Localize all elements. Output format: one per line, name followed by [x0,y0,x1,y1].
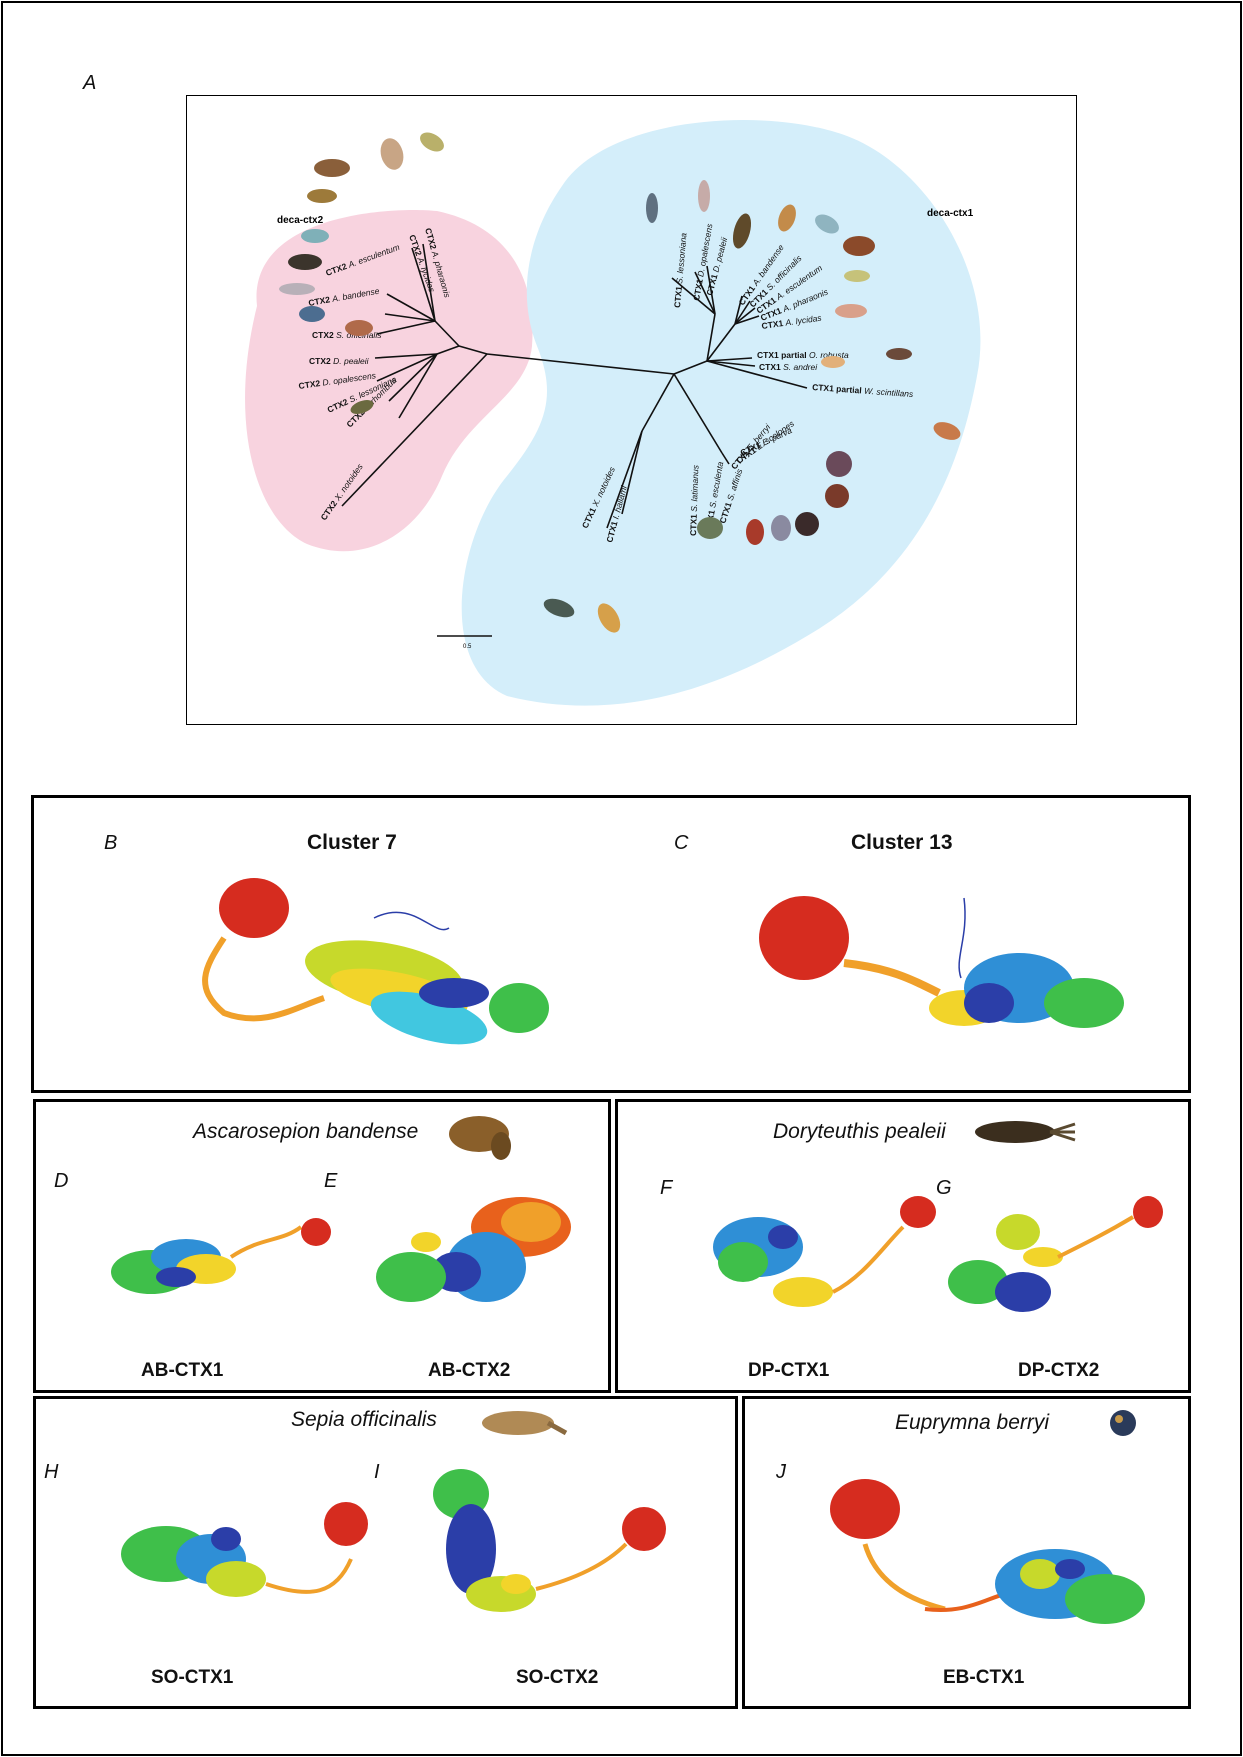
eb-ctx1-structure [830,1479,1145,1624]
domain-red [759,896,849,980]
ab-ctx1-label: AB-CTX1 [141,1360,224,1381]
panel-letter-b: B [104,832,118,854]
ctx1-clade-region [461,120,981,706]
species-name: Doryteuthis pealeii [773,1120,946,1143]
dp-species-panel: Doryteuthis pealeii F G DP-CTX1 DP-CTX2 [615,1099,1191,1393]
cuttlefish-icon [844,270,870,282]
linker-orange [202,936,325,1022]
cuttlefish-icon [301,229,329,243]
cuttlefish-icon [835,304,867,318]
phylogenetic-tree: deca-ctx2 deca-ctx1 0.5 CTX2 A. pharaoni… [245,120,981,706]
eb-ctx1-label: EB-CTX1 [943,1667,1025,1688]
dp-ctx1-structure [713,1196,936,1307]
squid-icon [350,400,374,414]
squid-icon [597,603,621,633]
dp-ctx2-structure [948,1196,1163,1312]
ab-ctx1-structure [111,1218,331,1294]
squid-icon [345,320,373,336]
panel-letter-f: F [660,1177,673,1199]
cuttlefish-icon [307,189,337,203]
squid-icon [698,180,710,212]
ab-ctx2-structure [376,1197,571,1302]
squid-icon [821,356,845,368]
squid-icon [732,213,752,249]
organism-thumbnails [279,132,961,633]
bobtail-squid-icon [746,519,764,545]
tip-ctx1-16: CTX1 S. latimanus [688,464,700,536]
tree-panel: deca-ctx2 deca-ctx1 0.5 CTX2 A. pharaoni… [186,95,1077,725]
ab-ctx2-label: AB-CTX2 [428,1360,511,1381]
cuttlefish-icon [815,214,839,234]
bobtail-squid-photo-icon [1110,1410,1136,1436]
so-ctx1-label: SO-CTX1 [151,1667,234,1688]
squid-icon [299,306,325,322]
linker-orange [843,959,941,997]
cuttlefish-photo-icon [449,1116,511,1160]
bobtail-squid-icon [795,512,819,536]
helix-cyan [370,991,488,1045]
species-name: Ascarosepion bandense [193,1120,419,1143]
cuttlefish-icon [843,236,875,256]
cluster-7-title: Cluster 7 [307,831,397,854]
cluster-13-title: Cluster 13 [851,831,953,854]
cuttlefish-icon [380,138,404,170]
squid-icon [646,193,658,223]
panel-letter-a: A [83,72,97,94]
ctx2-clade-region [245,209,533,552]
panel-letter-i: I [374,1461,380,1483]
cluster-panel: B Cluster 7 C Cluster 13 [31,795,1191,1093]
scale-bar-label: 0.5 [463,644,472,650]
domain-green [1044,978,1124,1028]
domain-red [219,878,289,938]
ab-species-panel: Ascarosepion bandense D E AB-CTX1 AB-CTX… [33,1099,611,1393]
clade-label-ctx1: deca-ctx1 [927,208,974,219]
helix-blue [419,978,489,1008]
eb-species-panel: Euprymna berryi J EB-CTX1 [742,1396,1191,1709]
so-species-panel: Sepia officinalis H I SO-CTX1 SO-CTX2 [33,1396,738,1709]
cuttlefish-icon [778,204,796,232]
bobtail-squid-icon [826,451,852,477]
cluster-13-structure [759,896,1124,1028]
cuttlefish-photo-icon [482,1411,568,1436]
panel-letter-g: G [936,1177,952,1199]
dp-ctx2-label: DP-CTX2 [1018,1360,1100,1381]
helix-dark-blue [964,983,1014,1023]
tip-ctx2-5: CTX2 D. pealeii [309,356,370,366]
panel-letter-h: H [44,1461,59,1483]
panel-letter-j: J [776,1461,786,1483]
cuttlefish-icon [420,132,444,152]
domain-green [489,983,549,1033]
species-name: Euprymna berryi [895,1411,1050,1434]
dp-ctx1-label: DP-CTX1 [748,1360,830,1381]
tip-ctx1-8: CTX1 partial O. robusta [757,350,849,360]
tip-ctx1-9: CTX1 S. andrei [759,362,818,372]
bobtail-squid-icon [697,517,723,539]
squid-icon [279,283,315,295]
so-ctx2-label: SO-CTX2 [516,1667,599,1688]
squid-icon [933,422,961,440]
species-name: Sepia officinalis [291,1408,437,1431]
so-ctx2-structure [433,1469,666,1612]
squid-icon [288,254,322,270]
tip-ctx1-10: CTX1 partial W. scintillans [812,382,914,399]
tip-ctx1-0: CTX1 S. lessoniana [672,232,689,308]
bobtail-squid-icon [825,484,849,508]
squid-photo-icon [975,1121,1076,1143]
so-ctx1-structure [121,1502,368,1597]
octopus-icon [886,348,912,360]
cuttlefish-icon [314,159,350,177]
panel-letter-c: C [674,832,689,854]
squid-icon [543,598,575,618]
clade-label-ctx2: deca-ctx2 [277,215,324,226]
tree-branches [341,243,808,637]
bobtail-squid-icon [771,515,791,541]
panel-letter-d: D [54,1170,69,1192]
cluster-7-structure [202,878,549,1045]
panel-letter-e: E [324,1170,338,1192]
